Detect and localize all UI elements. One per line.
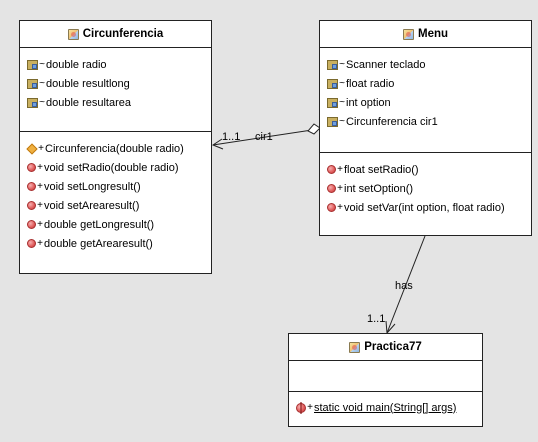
- operation-text: double getLongresult(): [44, 218, 155, 231]
- aggregation-multiplicity: 1..1: [222, 131, 240, 143]
- association-multiplicity: 1..1: [367, 313, 385, 325]
- operation-row[interactable]: + double getLongresult(): [20, 215, 211, 234]
- field-icon: [27, 78, 38, 89]
- visibility-marker: ~: [39, 97, 45, 108]
- visibility-marker: +: [337, 202, 343, 213]
- method-icon: [327, 203, 336, 212]
- attribute-text: double radio: [46, 58, 107, 71]
- class-practica77[interactable]: Practica77 + static void main(String[] a…: [288, 333, 483, 427]
- operation-row[interactable]: + void setLongresult(): [20, 177, 211, 196]
- operation-row[interactable]: + float setRadio(): [320, 160, 531, 179]
- attribute-row[interactable]: ~ double resultarea: [20, 93, 211, 112]
- visibility-marker: ~: [339, 78, 345, 89]
- visibility-marker: +: [307, 402, 313, 413]
- visibility-marker: +: [37, 181, 43, 192]
- visibility-marker: +: [37, 200, 43, 211]
- operation-text: void setLongresult(): [44, 180, 141, 193]
- aggregation-role: cir1: [255, 131, 273, 143]
- visibility-marker: ~: [39, 78, 45, 89]
- attribute-row[interactable]: ~ float radio: [320, 74, 531, 93]
- field-icon: [27, 97, 38, 108]
- operation-row[interactable]: + static void main(String[] args): [289, 398, 482, 417]
- visibility-marker: +: [37, 238, 43, 249]
- constructor-icon: [26, 142, 38, 155]
- operation-text: void setRadio(double radio): [44, 161, 179, 174]
- visibility-marker: ~: [39, 59, 45, 70]
- attribute-text: Circunferencia cir1: [346, 115, 438, 128]
- field-icon: [327, 97, 338, 108]
- operation-text: void setArearesult(): [44, 199, 140, 212]
- operation-text: void setVar(int option, float radio): [344, 201, 505, 214]
- attribute-row[interactable]: ~ Circunferencia cir1: [320, 112, 531, 131]
- class-header: Circunferencia: [20, 21, 211, 47]
- field-icon: [327, 78, 338, 89]
- attribute-text: double resultlong: [46, 77, 130, 90]
- aggregation-arrowhead: [211, 138, 224, 150]
- operation-text: float setRadio(): [344, 163, 419, 176]
- operation-text: double getArearesult(): [44, 237, 153, 250]
- association-label: has: [395, 280, 413, 292]
- static-method-icon: [296, 401, 306, 414]
- visibility-marker: +: [337, 183, 343, 194]
- association-line[interactable]: [386, 235, 426, 334]
- operation-text: static void main(String[] args): [314, 401, 457, 414]
- method-icon: [27, 182, 36, 191]
- method-icon: [327, 165, 336, 174]
- operation-row[interactable]: + void setArearesult(): [20, 196, 211, 215]
- operation-row[interactable]: + void setVar(int option, float radio): [320, 198, 531, 217]
- attribute-text: int option: [346, 96, 391, 109]
- attributes-section: ~ double radio ~ double resultlong ~ dou…: [20, 47, 211, 131]
- class-header: Practica77: [289, 334, 482, 360]
- class-name: Circunferencia: [82, 28, 164, 40]
- operations-section: + float setRadio() + int setOption() + v…: [320, 152, 531, 217]
- operation-text: int setOption(): [344, 182, 414, 195]
- operation-row[interactable]: + Circunferencia(double radio): [20, 139, 211, 158]
- operations-section: + static void main(String[] args): [289, 391, 482, 417]
- field-icon: [327, 116, 338, 127]
- class-icon: [349, 341, 361, 353]
- visibility-marker: ~: [339, 116, 345, 127]
- visibility-marker: +: [37, 162, 43, 173]
- field-icon: [327, 59, 338, 70]
- method-icon: [327, 184, 336, 193]
- class-header: Menu: [320, 21, 531, 47]
- visibility-marker: +: [37, 219, 43, 230]
- attribute-row[interactable]: ~ int option: [320, 93, 531, 112]
- attributes-section: [289, 360, 482, 391]
- operations-section: + Circunferencia(double radio) + void se…: [20, 131, 211, 253]
- method-icon: [27, 220, 36, 229]
- attribute-row[interactable]: ~ double radio: [20, 55, 211, 74]
- class-menu[interactable]: Menu ~ Scanner teclado ~ float radio ~ i…: [319, 20, 532, 236]
- operation-row[interactable]: + double getArearesult(): [20, 234, 211, 253]
- method-icon: [27, 201, 36, 210]
- class-icon: [402, 28, 414, 40]
- class-name: Practica77: [364, 341, 422, 353]
- visibility-marker: ~: [339, 97, 345, 108]
- attribute-row[interactable]: ~ double resultlong: [20, 74, 211, 93]
- field-icon: [27, 59, 38, 70]
- class-name: Menu: [417, 28, 449, 40]
- method-icon: [27, 239, 36, 248]
- attributes-section: ~ Scanner teclado ~ float radio ~ int op…: [320, 47, 531, 152]
- operation-row[interactable]: + void setRadio(double radio): [20, 158, 211, 177]
- operation-row[interactable]: + int setOption(): [320, 179, 531, 198]
- operation-text: Circunferencia(double radio): [45, 142, 184, 155]
- method-icon: [27, 163, 36, 172]
- attribute-text: double resultarea: [46, 96, 132, 109]
- aggregation-line[interactable]: [212, 129, 313, 146]
- class-icon: [67, 28, 79, 40]
- visibility-marker: ~: [339, 59, 345, 70]
- attribute-text: Scanner teclado: [346, 58, 426, 71]
- aggregation-diamond: [307, 123, 321, 135]
- visibility-marker: +: [38, 143, 44, 154]
- class-circunferencia[interactable]: Circunferencia ~ double radio ~ double r…: [19, 20, 212, 274]
- visibility-marker: +: [337, 164, 343, 175]
- attribute-row[interactable]: ~ Scanner teclado: [320, 55, 531, 74]
- attribute-text: float radio: [346, 77, 395, 90]
